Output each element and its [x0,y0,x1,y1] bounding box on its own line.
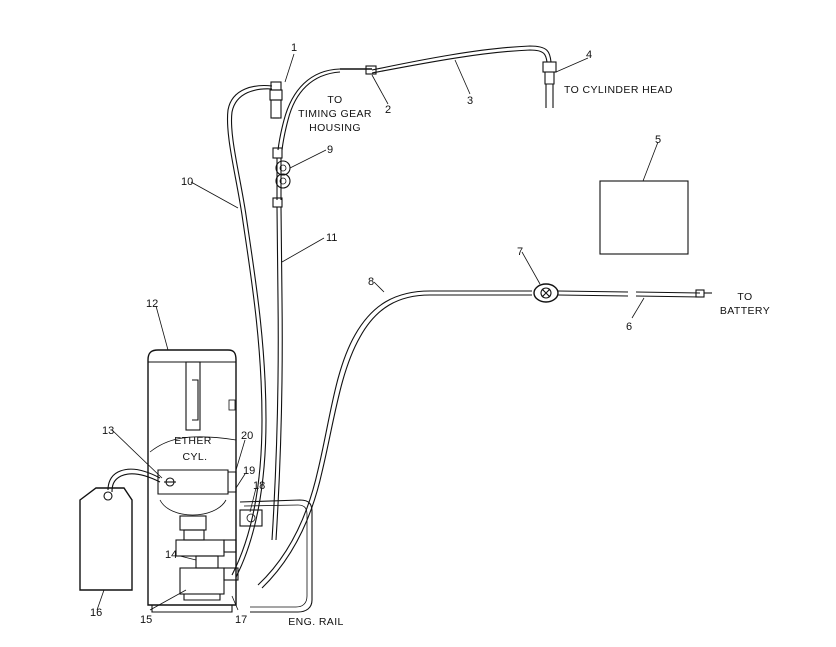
callout-3: 3 [467,95,473,107]
callout-6: 6 [626,321,632,333]
callout-19: 19 [243,465,255,477]
tube-to-cylinder-head [340,45,552,75]
label-to-timing-2: TIMING GEAR [298,108,372,120]
labels: TO TIMING GEAR HOUSING TO CYLINDER HEAD … [174,84,770,628]
cylinder-head-fitting [542,61,557,108]
fitting-1 [269,81,283,119]
callout-12: 12 [146,298,158,310]
cabinet-12 [147,349,239,613]
label-to-timing-3: HOUSING [309,122,361,134]
callout-18: 18 [253,480,265,492]
callout-8: 8 [368,276,374,288]
callout-16: 16 [90,607,102,619]
label-to-timing-1: TO [327,94,342,106]
callout-2: 2 [385,104,391,116]
callout-14: 14 [165,549,177,561]
leader-lines [96,53,659,611]
callout-4: 4 [586,49,592,61]
label-ether-1: ETHER [174,435,212,447]
callout-9: 9 [327,144,333,156]
label-to-battery-2: BATTERY [720,305,770,317]
wire-to-battery [557,289,712,298]
label-ether-2: CYL. [183,451,208,463]
hose-to-tag [107,468,161,493]
callout-7: 7 [517,246,523,258]
tube-11 [271,206,283,541]
callout-20: 20 [241,430,253,442]
tube-10 [226,85,273,578]
wire-8 [257,290,532,589]
tag-16 [79,487,133,591]
label-to-battery-1: TO [737,291,752,303]
callout-1: 1 [291,42,297,54]
callouts: 1 2 3 4 5 6 7 8 9 10 11 12 13 14 15 16 1… [90,42,661,626]
callout-17: 17 [235,614,247,626]
callout-11: 11 [326,232,337,244]
switch-7 [533,283,559,303]
tube-timing-gear [277,68,341,151]
callout-15: 15 [140,614,152,626]
label-to-cylinder-head: TO CYLINDER HEAD [564,84,673,96]
callout-10: 10 [181,176,193,188]
engine-rail-bracket [239,499,313,613]
callout-13: 13 [102,425,114,437]
component-5-box [599,180,689,255]
valve-assembly-9 [272,147,291,208]
label-eng-rail: ENG. RAIL [288,616,344,628]
callout-5: 5 [655,134,661,146]
